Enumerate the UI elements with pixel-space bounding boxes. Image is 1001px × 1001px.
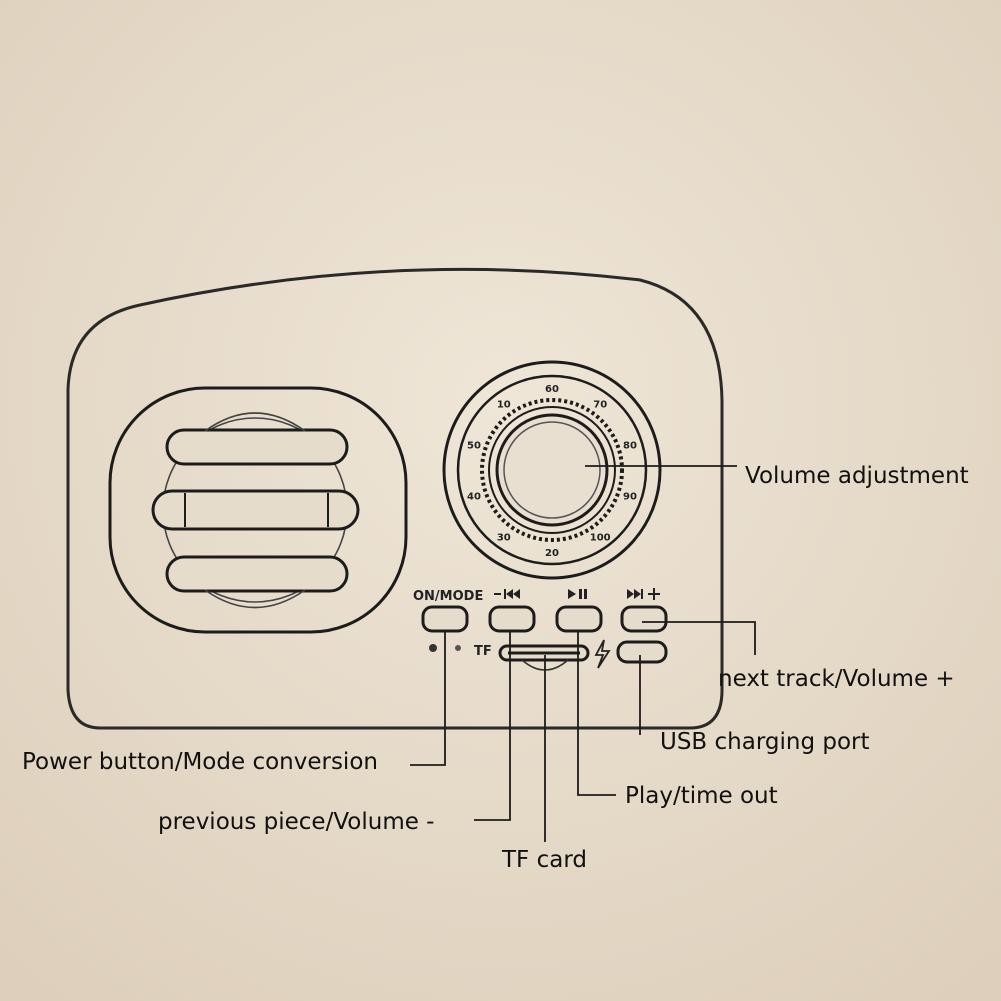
callout-power-mode: Power button/Mode conversion	[22, 749, 378, 775]
next-volume-up-button	[620, 605, 668, 633]
dial-number: 80	[623, 441, 637, 452]
dial-number: 100	[590, 532, 611, 543]
dial-number: 20	[545, 548, 559, 559]
dial-number: 10	[497, 400, 511, 411]
callout-volume-adjustment: Volume adjustment	[745, 463, 969, 489]
dial-number: 50	[467, 441, 481, 452]
callout-lines	[410, 465, 756, 842]
play-pause-button	[555, 605, 603, 633]
callout-usb-charging: USB charging port	[660, 729, 870, 755]
dial-numbers: 60 70 80 90 100 20 30 40 50 10	[467, 384, 637, 559]
callout-line-previous	[474, 630, 511, 821]
callout-line-play	[577, 630, 616, 796]
callout-line-next-track	[642, 621, 756, 655]
volume-dial: 60 70 80 90 100 20 30 40 50 10	[442, 360, 662, 580]
dial-number: 30	[497, 532, 511, 543]
usb-charging-port	[616, 640, 668, 664]
callout-line-power	[410, 630, 446, 766]
power-mode-button	[421, 605, 469, 633]
previous-volume-down-button	[488, 605, 536, 633]
grille-slot-middle	[151, 489, 360, 531]
indicator-dot-right	[455, 645, 461, 651]
callout-tf-card: TF card	[502, 847, 587, 873]
dial-number: 40	[467, 491, 481, 502]
next-volume-up-icon	[627, 588, 660, 600]
callout-play-pause: Play/time out	[625, 783, 778, 809]
dial-number: 60	[545, 384, 559, 395]
play-pause-icon	[568, 589, 587, 599]
grille-slot-top	[165, 428, 349, 466]
tf-label: TF	[474, 644, 492, 659]
indicator-dot-left	[429, 644, 437, 652]
on-mode-label: ON/MODE	[413, 589, 483, 604]
grille-frame	[108, 386, 408, 634]
prev-volume-down-icon	[494, 589, 520, 599]
speaker-body-outline	[66, 267, 724, 730]
dial-number: 90	[623, 491, 637, 502]
callout-previous: previous piece/Volume -	[158, 809, 435, 835]
callout-next-track: next track/Volume +	[718, 666, 955, 692]
lightning-icon	[594, 639, 611, 669]
grille-slot-bottom	[165, 555, 349, 593]
dial-number: 70	[593, 400, 607, 411]
